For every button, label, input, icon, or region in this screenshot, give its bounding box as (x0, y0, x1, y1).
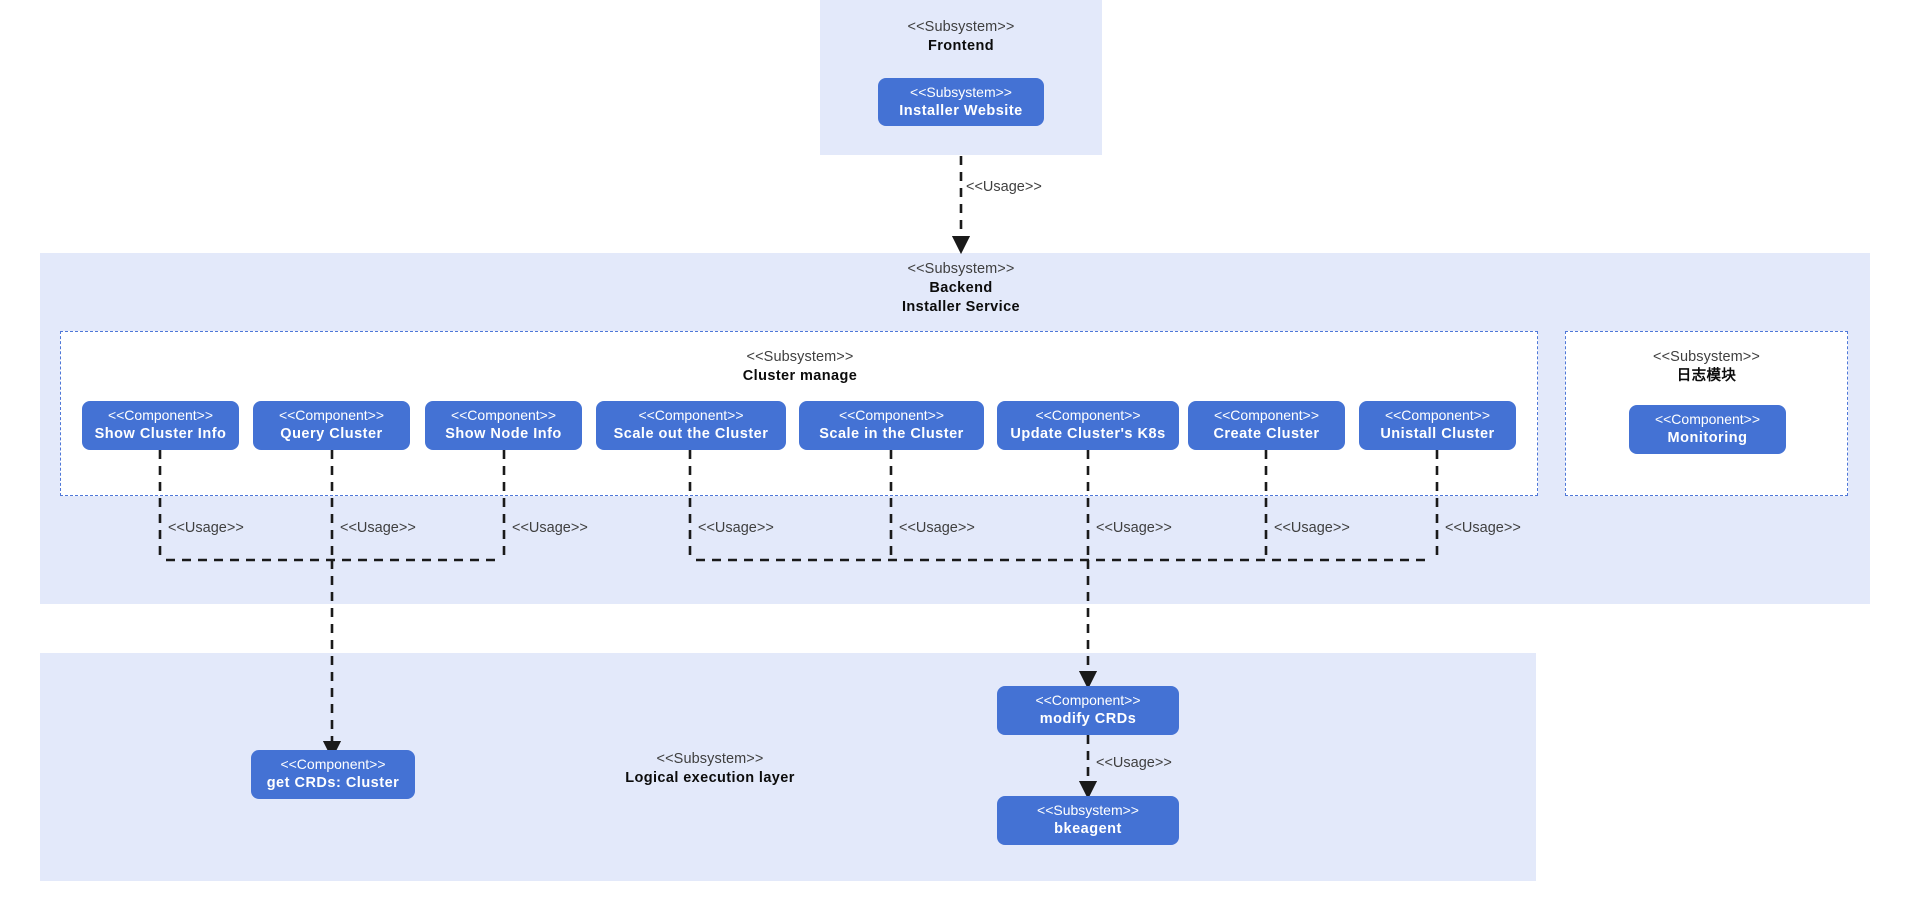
logical-layer-title-block: <<Subsystem>> Logical execution layer (540, 750, 880, 788)
node-unistall-cluster[interactable]: <<Component>> Unistall Cluster (1359, 401, 1516, 450)
node-title: Scale out the Cluster (613, 426, 769, 443)
node-title: Query Cluster (280, 426, 383, 443)
node-title: Installer Website (899, 102, 1023, 119)
node-stereotype: <<Subsystem>> (1037, 802, 1139, 819)
usage-label-create-cluster: <<Usage>> (1274, 520, 1350, 536)
node-title: Unistall Cluster (1380, 426, 1495, 443)
log-module-title: 日志模块 (1676, 368, 1737, 385)
node-update-clusters-k8s[interactable]: <<Component>> Update Cluster's K8s (997, 401, 1179, 450)
node-monitoring[interactable]: <<Component>> Monitoring (1629, 405, 1786, 454)
usage-label-scale-in: <<Usage>> (899, 520, 975, 536)
node-stereotype: <<Subsystem>> (910, 83, 1012, 100)
node-stereotype: <<Component>> (1654, 411, 1761, 428)
cluster-manage-title-block: <<Subsystem>> Cluster manage (660, 348, 940, 386)
node-stereotype: <<Component>> (280, 756, 386, 773)
node-title: get CRDs: Cluster (266, 775, 400, 792)
node-scale-in-the-cluster[interactable]: <<Component>> Scale in the Cluster (799, 401, 984, 450)
node-stereotype: <<Component>> (1035, 407, 1141, 424)
usage-label-show-node-info: <<Usage>> (512, 520, 588, 536)
logical-layer-stereotype: <<Subsystem>> (656, 751, 764, 767)
backend-title-line2: Installer Service (901, 299, 1021, 316)
node-stereotype: <<Component>> (278, 407, 385, 424)
node-title: Show Node Info (445, 426, 562, 443)
node-create-cluster[interactable]: <<Component>> Create Cluster (1188, 401, 1345, 450)
log-module-title-block: <<Subsystem>> 日志模块 (1565, 348, 1848, 386)
backend-title-line1: Backend (929, 280, 993, 297)
frontend-panel (820, 0, 1102, 155)
node-installer-website[interactable]: <<Subsystem>> Installer Website (878, 78, 1044, 126)
frontend-title-block: <<Subsystem>> Frontend (820, 18, 1102, 56)
usage-label-frontend-backend: <<Usage>> (966, 179, 1042, 195)
node-stereotype: <<Component>> (1035, 692, 1141, 709)
node-stereotype: <<Component>> (638, 407, 744, 424)
node-modify-crds[interactable]: <<Component>> modify CRDs (997, 686, 1179, 735)
node-title: modify CRDs (1039, 711, 1137, 728)
cluster-manage-title: Cluster manage (742, 368, 858, 385)
node-get-crds-cluster[interactable]: <<Component>> get CRDs: Cluster (251, 750, 415, 799)
node-title: Show Cluster Info (94, 426, 227, 443)
node-stereotype: <<Component>> (1384, 407, 1491, 424)
frontend-stereotype: <<Subsystem>> (907, 19, 1015, 35)
backend-stereotype: <<Subsystem>> (907, 261, 1015, 277)
node-scale-out-the-cluster[interactable]: <<Component>> Scale out the Cluster (596, 401, 786, 450)
node-title: Update Cluster's K8s (1010, 426, 1166, 443)
node-title: Monitoring (1667, 430, 1748, 447)
node-bkeagent[interactable]: <<Subsystem>> bkeagent (997, 796, 1179, 845)
usage-label-modify-bkeagent: <<Usage>> (1096, 755, 1172, 771)
node-title: Scale in the Cluster (819, 426, 964, 443)
node-show-node-info[interactable]: <<Component>> Show Node Info (425, 401, 582, 450)
log-module-stereotype: <<Subsystem>> (1653, 349, 1760, 365)
node-title: Create Cluster (1213, 426, 1320, 443)
node-query-cluster[interactable]: <<Component>> Query Cluster (253, 401, 410, 450)
node-title: bkeagent (1054, 821, 1122, 838)
node-stereotype: <<Component>> (450, 407, 557, 424)
node-stereotype: <<Component>> (838, 407, 945, 424)
cluster-manage-stereotype: <<Subsystem>> (746, 349, 854, 365)
usage-label-query-cluster: <<Usage>> (340, 520, 416, 536)
backend-title-block: <<Subsystem>> Backend Installer Service (820, 260, 1102, 317)
usage-label-scale-out: <<Usage>> (698, 520, 774, 536)
frontend-title: Frontend (927, 38, 995, 55)
usage-label-unistall-cluster: <<Usage>> (1445, 520, 1521, 536)
node-stereotype: <<Component>> (107, 407, 214, 424)
node-show-cluster-info[interactable]: <<Component>> Show Cluster Info (82, 401, 239, 450)
node-stereotype: <<Component>> (1213, 407, 1320, 424)
usage-label-show-cluster-info: <<Usage>> (168, 520, 244, 536)
logical-layer-title: Logical execution layer (625, 770, 795, 787)
usage-label-update-k8s: <<Usage>> (1096, 520, 1172, 536)
